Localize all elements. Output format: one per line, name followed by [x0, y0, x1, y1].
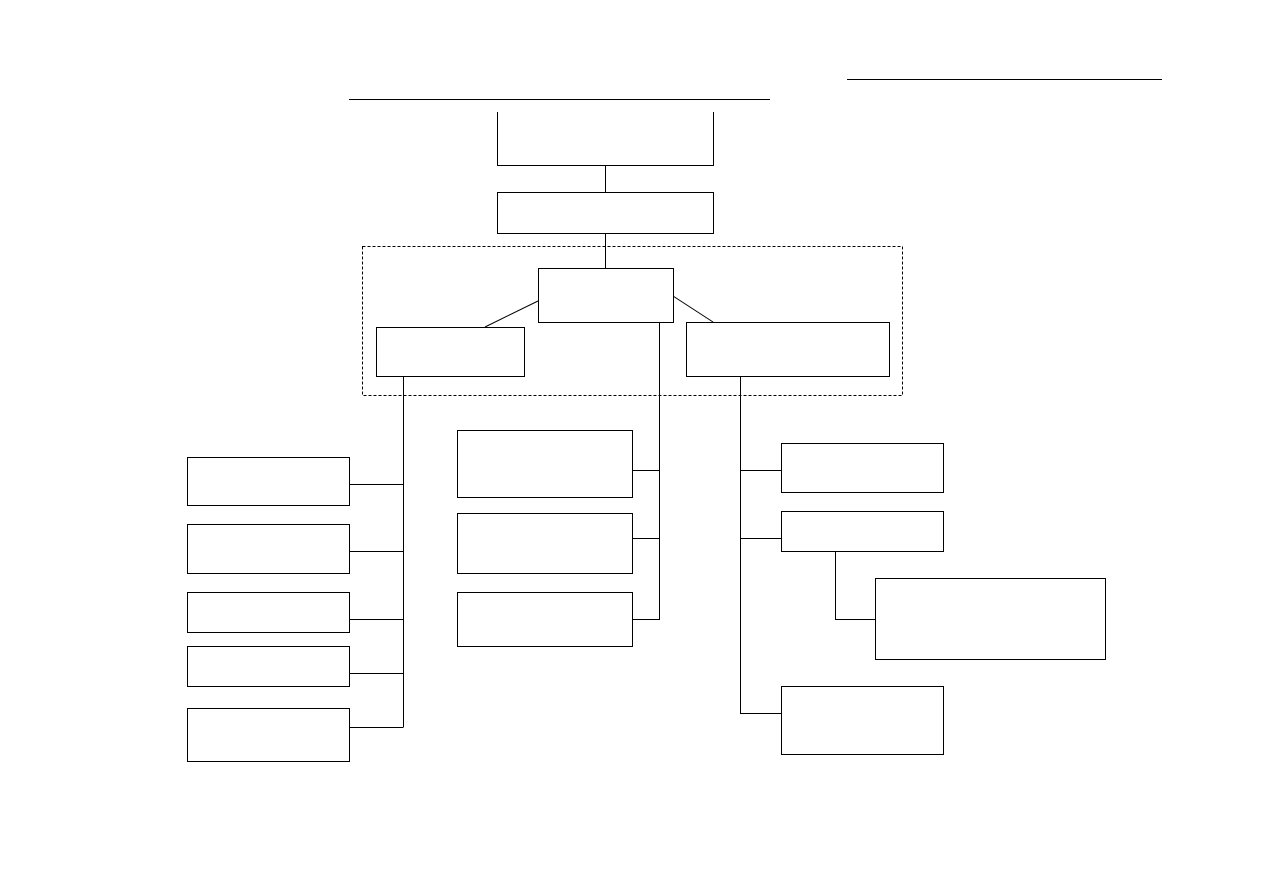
node-right-child-1-frame	[781, 443, 944, 493]
node-middle-child-3	[457, 592, 633, 647]
node-middle-child-2-frame	[457, 513, 633, 574]
node-left-child-4	[187, 646, 350, 687]
node-middle-child-1	[457, 430, 633, 498]
node-right-child-2	[781, 511, 944, 552]
node-center-frame	[538, 268, 674, 323]
connector-center-to-right-branch	[672, 295, 714, 323]
node-left-child-3	[187, 592, 350, 633]
node-right-child-3	[781, 686, 944, 755]
connector-lines	[349, 165, 875, 728]
node-top-frame	[497, 112, 714, 166]
node-right-branch-frame	[686, 322, 890, 377]
node-left-child-1	[187, 457, 350, 506]
node-right-branch	[686, 322, 890, 377]
node-second	[497, 192, 714, 234]
node-left-child-5-frame	[187, 708, 350, 762]
node-middle-child-1-frame	[457, 430, 633, 498]
node-left-branch	[376, 327, 525, 377]
node-left-branch-frame	[376, 327, 525, 377]
node-right-child-1	[781, 443, 944, 493]
node-right-child-3-frame	[781, 686, 944, 755]
node-right-grandchild	[875, 578, 1106, 660]
node-left-child-3-frame	[187, 592, 350, 633]
dashed-group-frame	[362, 246, 903, 396]
node-left-child-4-frame	[187, 646, 350, 687]
node-second-frame	[497, 192, 714, 234]
node-middle-child-2	[457, 513, 633, 574]
node-left-child-2-frame	[187, 524, 350, 574]
node-middle-child-3-frame	[457, 592, 633, 647]
connector-center-to-left-branch	[484, 300, 539, 328]
node-top	[497, 112, 714, 166]
node-center	[538, 268, 674, 323]
node-left-child-1-frame	[187, 457, 350, 506]
node-right-grandchild-frame	[875, 578, 1106, 660]
node-left-child-2	[187, 524, 350, 574]
node-right-child-2-frame	[781, 511, 944, 552]
node-left-child-5	[187, 708, 350, 762]
